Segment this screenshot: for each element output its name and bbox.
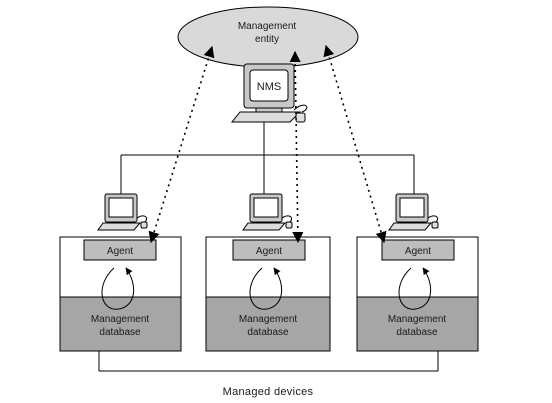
management-entity-label-line1: Management (238, 21, 297, 32)
agent-db-cycle-arrow (101, 267, 135, 310)
nms-label: NMS (257, 81, 281, 93)
database-label-line2: database (396, 327, 438, 338)
agent-db-cycle-arrow (249, 267, 283, 310)
management-entity: Management entity (177, 6, 359, 68)
database-label-line2: database (247, 327, 289, 338)
agent-box (83, 239, 157, 261)
management-entity-label-line2: entity (255, 34, 279, 45)
database-label-line1: Management (388, 314, 447, 325)
agent-label: Agent (405, 246, 431, 257)
mouse-icon (295, 112, 306, 123)
agent-label: Agent (256, 246, 282, 257)
arrow-entity-agent-3 (323, 44, 387, 244)
network-links (120, 122, 415, 197)
agent-label: Agent (107, 246, 133, 257)
arrow-entity-agent-1 (148, 45, 215, 244)
device-3-computer-icon (388, 193, 439, 231)
managed-devices-caption: Managed devices (223, 386, 314, 398)
database-label-line2: database (99, 327, 141, 338)
agent-box (232, 239, 306, 261)
device-1-computer-icon (97, 193, 148, 231)
database-label-line1: Management (91, 314, 150, 325)
managed-device-2: Agent Management database (205, 236, 331, 352)
management-database (205, 296, 331, 352)
managed-device-3: Agent Management database (356, 236, 479, 352)
management-database (356, 296, 479, 352)
management-database (59, 296, 182, 352)
managed-device-1: Agent Management database (59, 236, 182, 352)
agent-db-cycle-arrow (398, 267, 432, 310)
managed-devices-bracket (98, 351, 439, 372)
arrow-entity-agent-2 (289, 50, 304, 244)
database-label-line1: Management (239, 314, 298, 325)
communication-arrows (148, 44, 387, 244)
agent-box (381, 239, 455, 261)
device-2-computer-icon (242, 193, 293, 231)
